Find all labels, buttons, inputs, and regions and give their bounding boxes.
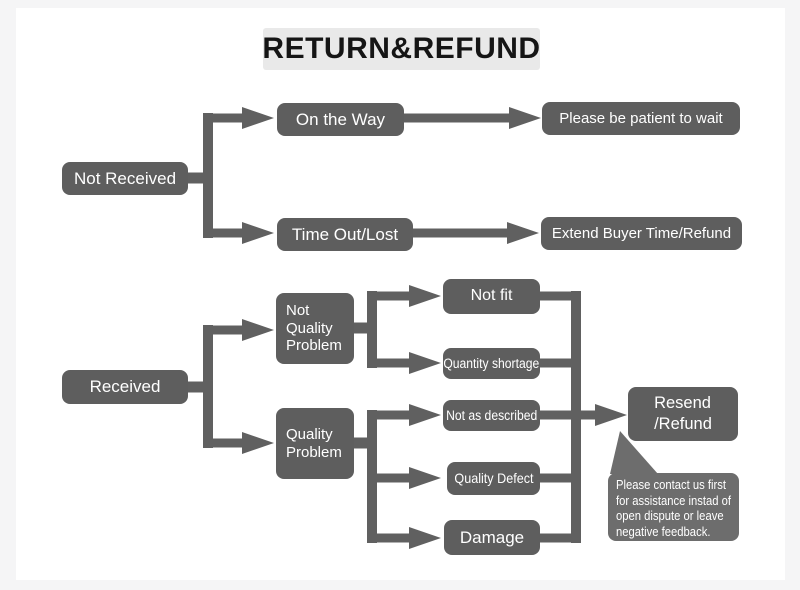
node-label: Quality Defect [453, 470, 534, 487]
node-label: Resend /Refund [654, 394, 712, 433]
node-label: Quantity shortage [443, 355, 540, 371]
node-label: Damage [459, 527, 525, 547]
node-quantity-shortage: Quantity shortage [443, 348, 540, 379]
node-label: Received [89, 377, 161, 397]
node-label: On the Way [295, 109, 386, 129]
quality-problem-fork-wires [350, 404, 441, 549]
bubble-tail [610, 431, 658, 474]
not-quality-problem-fork-wires [350, 285, 441, 374]
node-not-received: Not Received [62, 162, 188, 195]
node-received: Received [62, 370, 188, 404]
node-label: Quality Problem [286, 426, 342, 461]
node-label: Extend Buyer Time/Refund [551, 224, 732, 242]
merge-wires [540, 291, 627, 543]
node-not-quality-problem: Not Quality Problem [276, 293, 354, 364]
node-extend-buyer-time-refund: Extend Buyer Time/Refund [541, 217, 742, 250]
note-text: Please contact us first for assistance i… [616, 478, 732, 539]
node-label: Not Received [73, 168, 177, 188]
node-quality-defect: Quality Defect [447, 462, 540, 495]
node-on-the-way: On the Way [277, 103, 404, 136]
page-title: RETURN&REFUND [262, 28, 540, 70]
received-branch-wires [185, 319, 274, 454]
node-not-as-described: Not as described [443, 400, 540, 431]
node-label: Not as described [445, 407, 538, 423]
node-damage: Damage [444, 520, 540, 555]
node-label: Not Quality Problem [286, 302, 342, 355]
node-quality-problem: Quality Problem [276, 408, 354, 479]
node-label: Not fit [470, 287, 513, 305]
node-resend-refund: Resend /Refund [628, 387, 738, 441]
not-received-branch-wires [185, 107, 541, 244]
node-not-fit: Not fit [443, 279, 540, 314]
node-please-be-patient: Please be patient to wait [542, 102, 740, 135]
node-label: Time Out/Lost [291, 224, 399, 244]
note-bubble: Please contact us first for assistance i… [608, 473, 739, 541]
node-label: Please be patient to wait [559, 109, 723, 127]
node-time-out-lost: Time Out/Lost [277, 218, 413, 251]
